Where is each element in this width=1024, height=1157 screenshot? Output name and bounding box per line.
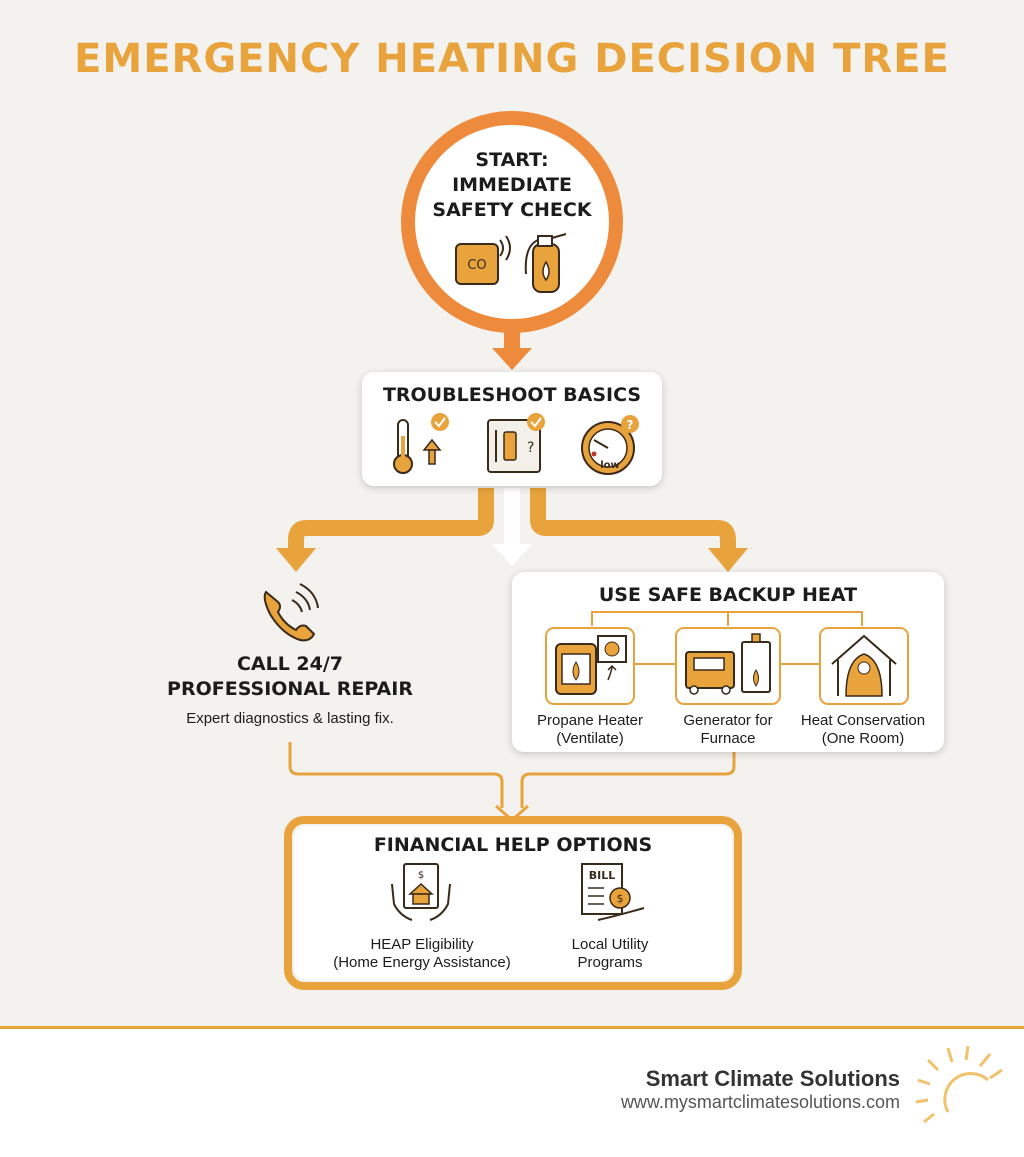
financial-title: FINANCIAL HELP OPTIONS bbox=[373, 834, 653, 856]
branch-left-path bbox=[288, 488, 494, 552]
financial-option-2-line-1: Local Utility bbox=[571, 936, 649, 953]
financial-option-label-1: HEAP Eligibility (Home Energy Assistance… bbox=[310, 936, 534, 972]
brand-url[interactable]: www.mysmartclimatesolutions.com bbox=[620, 1092, 900, 1112]
backup-option-1-line-2: (Ventilate) bbox=[556, 730, 624, 747]
repair-description: Expert diagnostics & lasting fix. bbox=[186, 710, 394, 727]
backup-option-1-line-1: Propane Heater bbox=[537, 712, 643, 729]
financial-option-1-line-1: HEAP Eligibility bbox=[370, 936, 474, 953]
start-node-label: START: IMMEDIATE SAFETY CHECK bbox=[430, 148, 594, 223]
financial-border bbox=[284, 816, 742, 990]
backup-option-3-line-1: Heat Conservation bbox=[800, 712, 926, 729]
start-line-1: START: bbox=[475, 149, 549, 171]
branch-left-head bbox=[276, 548, 316, 572]
repair-title: CALL 24/7 PROFESSIONAL REPAIR bbox=[140, 652, 440, 702]
footer bbox=[0, 1026, 1024, 1157]
financial-card[interactable]: FINANCIAL HELP OPTIONS bbox=[294, 826, 732, 980]
start-arrow-shaft bbox=[504, 320, 520, 350]
branch-middle-shaft bbox=[504, 488, 520, 546]
financial-option-1-line-2: (Home Energy Assistance) bbox=[333, 954, 511, 971]
repair-title-line-1: CALL 24/7 bbox=[236, 653, 344, 675]
start-line-3: SAFETY CHECK bbox=[432, 199, 592, 221]
branch-right-head bbox=[708, 548, 748, 572]
backup-option-label-2: Generator for Furnace bbox=[658, 712, 798, 748]
financial-option-2-line-2: Programs bbox=[577, 954, 643, 971]
brand-name: Smart Climate Solutions bbox=[645, 1066, 900, 1091]
repair-title-line-2: PROFESSIONAL REPAIR bbox=[167, 678, 413, 700]
backup-option-label-1: Propane Heater (Ventilate) bbox=[520, 712, 660, 748]
backup-option-2-line-1: Generator for bbox=[683, 712, 773, 729]
merge-left-path bbox=[288, 742, 504, 808]
branch-right-path bbox=[530, 488, 736, 552]
merge-right-path bbox=[520, 752, 736, 808]
troubleshoot-title: TROUBLESHOOT BASICS bbox=[382, 384, 642, 406]
start-arrow-head bbox=[492, 348, 532, 370]
start-line-2: IMMEDIATE bbox=[452, 174, 572, 196]
backup-option-label-3: Heat Conservation (One Room) bbox=[788, 712, 938, 748]
page-title: EMERGENCY HEATING DECISION TREE bbox=[74, 36, 950, 82]
backup-option-3-line-2: (One Room) bbox=[821, 730, 905, 747]
branch-middle-head bbox=[492, 544, 532, 566]
backup-heat-title: USE SAFE BACKUP HEAT bbox=[598, 584, 858, 606]
troubleshoot-card[interactable]: TROUBLESHOOT BASICS bbox=[362, 372, 662, 486]
financial-option-label-2: Local Utility Programs bbox=[540, 936, 680, 972]
backup-option-2-line-2: Furnace bbox=[700, 730, 756, 747]
